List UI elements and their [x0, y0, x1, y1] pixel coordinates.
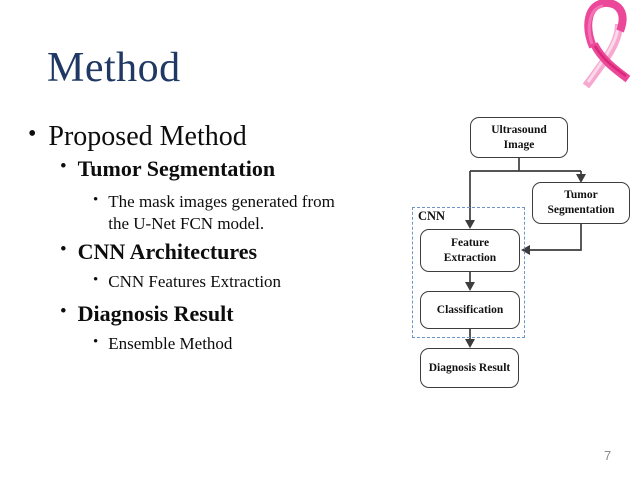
node-tumor-segmentation: Tumor Segmentation	[532, 182, 630, 224]
bullet-glyph: •	[60, 156, 67, 177]
slide-title: Method	[47, 45, 181, 91]
node-ultrasound-image: Ultrasound Image	[470, 117, 568, 158]
bullet-glyph: •	[93, 334, 99, 350]
outline-item-cnn-architectures: • CNN Architectures	[60, 238, 257, 266]
node-diagnosis-result: Diagnosis Result	[420, 348, 519, 388]
cnn-group-label: CNN	[418, 209, 446, 223]
outline-item-label: Tumor Segmentation	[77, 156, 276, 181]
outline-item-label: The mask images generated from the U-Net…	[108, 192, 335, 233]
outline-item-proposed-method: • Proposed Method	[28, 119, 247, 154]
page-number: 7	[604, 448, 612, 463]
outline-item-label: CNN Architectures	[77, 239, 258, 264]
cnn-group-box: CNN	[412, 207, 525, 338]
outline-item-diagnosis-result: • Diagnosis Result	[60, 300, 234, 328]
outline-item-label: Proposed Method	[48, 121, 247, 152]
outline-item-cnn-features-extraction: • CNN Features Extraction	[93, 271, 281, 293]
outline-item-tumor-segmentation: • Tumor Segmentation	[60, 155, 275, 183]
outline-item-mask-images: • The mask images generated from the U-N…	[93, 191, 358, 235]
bullet-glyph: •	[93, 272, 99, 288]
pink-ribbon-icon	[582, 0, 631, 89]
node-feature-extraction: Feature Extraction	[420, 229, 520, 272]
outline-item-ensemble-method: • Ensemble Method	[93, 333, 232, 355]
bullet-glyph: •	[60, 301, 67, 322]
outline-item-label: Ensemble Method	[108, 334, 233, 353]
outline-item-label: Diagnosis Result	[77, 301, 234, 326]
bullet-glyph: •	[60, 239, 67, 260]
outline-item-label: CNN Features Extraction	[108, 272, 282, 291]
node-classification: Classification	[420, 291, 520, 329]
bullet-glyph: •	[93, 192, 99, 208]
bullet-glyph: •	[28, 121, 37, 147]
